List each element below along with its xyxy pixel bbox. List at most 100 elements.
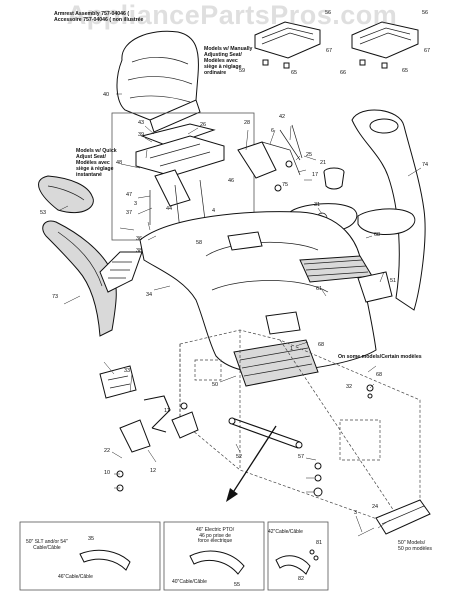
- box3-top-text: 42"Cable/Câble: [268, 529, 303, 535]
- quick-seat-line-2: Adjust Seat/: [76, 154, 106, 160]
- fifty-models-note: 50" Models/ 50 po modèles: [398, 540, 432, 552]
- callout-c73: 73: [52, 294, 58, 300]
- cable-42: [275, 549, 319, 575]
- callout-c21: 21: [320, 160, 326, 166]
- box1-bottom-text: 46"Cable/Câble: [58, 574, 93, 580]
- callout-c42: 42: [279, 114, 285, 120]
- manual-seat-line-2: Adjusting Seat/: [204, 52, 242, 58]
- callout-c31: 31: [314, 202, 320, 208]
- fifty-models-line-1: 50" Models/: [398, 540, 426, 546]
- box2-bottom-text: 40"Cable/Câble: [172, 579, 207, 585]
- cable-box-3: [267, 521, 329, 591]
- cable-40: [189, 550, 245, 575]
- seat-plate-right: [351, 21, 419, 69]
- callout-c28: 28: [244, 120, 250, 126]
- left-control-panel: [99, 251, 143, 293]
- quick-seat-line-5: instantané: [76, 172, 102, 178]
- seat: [116, 30, 201, 133]
- callout-c4: 4: [212, 208, 215, 214]
- callout-c6: 6: [271, 128, 274, 134]
- callout-c10: 10: [104, 470, 110, 476]
- callout-c17: 17: [312, 172, 318, 178]
- bracket-50-models: [355, 499, 431, 535]
- callout-c11: 11: [164, 408, 170, 414]
- callout-c56: 56: [325, 10, 331, 16]
- cable-box-1: [19, 521, 161, 591]
- box1-top-note: 50" SLT and/or 54" Cable/Câble: [26, 539, 68, 551]
- left-armrest-pad: [38, 175, 94, 214]
- callout-c3: 3: [134, 201, 137, 207]
- quick-seat-note: Models w/ Quick Adjust Seat/ Modèles ave…: [76, 148, 117, 178]
- callout-c22: 22: [104, 448, 110, 454]
- some-models-text: On some models/Certain modèles: [338, 354, 422, 360]
- callout-c74: 74: [422, 162, 428, 168]
- callout-c58: 58: [196, 240, 202, 246]
- callout-c33: 33: [124, 368, 130, 374]
- callout-c81: 81: [316, 540, 322, 546]
- quick-seat-line-1: Models w/ Quick: [76, 148, 117, 154]
- seat-bracket-quick-adjust: [111, 112, 255, 241]
- footrest-plate: [233, 339, 319, 387]
- callout-c47: 47: [126, 192, 132, 198]
- quick-seat-line-3: Modèles avec: [76, 160, 110, 166]
- callout-c68a: 68: [374, 232, 380, 238]
- direction-arrow: [226, 425, 277, 502]
- callout-c35: 35: [88, 536, 94, 542]
- callout-c51: 51: [390, 278, 396, 284]
- callout-c67a: 67: [326, 48, 332, 54]
- callout-c40: 40: [103, 92, 109, 98]
- callout-c3b: 3: [354, 510, 357, 516]
- manual-seat-line-4: siège à réglage: [204, 64, 242, 70]
- cable-box-2: [163, 521, 265, 591]
- seat-plate-left: [254, 21, 321, 69]
- callout-c68c: 68: [376, 372, 382, 378]
- callout-c44: 44: [166, 206, 172, 212]
- callout-c50: 50: [212, 382, 218, 388]
- callout-c37: 37: [126, 210, 132, 216]
- callout-c56b: 56: [422, 10, 428, 16]
- box1-bottom-note: 46"Cable/Câble: [58, 574, 93, 581]
- callout-c65b: 65: [402, 68, 408, 74]
- manual-seat-line-1: Models w/ Manually: [204, 46, 253, 52]
- callout-c25: 25: [306, 152, 312, 158]
- callout-c38: 38: [136, 248, 142, 254]
- quick-seat-line-4: siège à réglage: [76, 166, 114, 172]
- manual-seat-note: Models w/ Manually Adjusting Seat/ Modèl…: [204, 46, 252, 76]
- callout-c75: 75: [282, 182, 288, 188]
- brake-lever: [99, 365, 199, 453]
- callout-c48: 48: [116, 160, 122, 166]
- box2-top-line-3: force électrique: [197, 538, 233, 545]
- callout-c36: 36: [136, 236, 142, 242]
- box2-bottom-note: 40"Cable/Câble: [172, 579, 207, 586]
- main-fender-deck: [139, 211, 393, 374]
- link-rod: [228, 417, 303, 449]
- cup-holder: [323, 167, 345, 190]
- callout-c59: 59: [239, 68, 245, 74]
- seat-adjust-linkage: [237, 124, 303, 192]
- callout-c57: 57: [298, 454, 304, 460]
- callout-c24: 24: [372, 504, 378, 510]
- box3-top-note: 42"Cable/Câble: [268, 529, 303, 536]
- callout-c65a: 65: [291, 70, 297, 76]
- box2-top-line-1: 46" Electric PTO/: [196, 527, 235, 533]
- manual-seat-line-5: ordinaire: [204, 70, 227, 76]
- callout-c12: 12: [150, 468, 156, 474]
- callout-labels: 56 67 59 65 56 67 66 65 40 42 28 6 43 26…: [40, 10, 430, 588]
- cable-46: [79, 549, 131, 571]
- manual-seat-line-3: Modèles avec: [204, 58, 238, 64]
- callout-c39: 39: [138, 132, 144, 138]
- callout-c67b: 67: [424, 48, 430, 54]
- leader-lines: [59, 93, 422, 537]
- hardware-small: [116, 384, 374, 497]
- callout-c82: 82: [298, 576, 304, 582]
- right-gauge-pod-2: [357, 208, 416, 235]
- callout-c68b: 68: [318, 342, 324, 348]
- box2-top-line-2: 46 po prise de: [199, 532, 231, 539]
- fifty-models-line-2: 50 po modèles: [398, 546, 433, 552]
- box1-top-line-1: 50" SLT and/or 54": [26, 539, 68, 545]
- box1-top-line-2: Cable/Câble: [33, 544, 61, 551]
- callout-c52: 52: [236, 454, 242, 460]
- callout-c1: 1: [290, 346, 293, 352]
